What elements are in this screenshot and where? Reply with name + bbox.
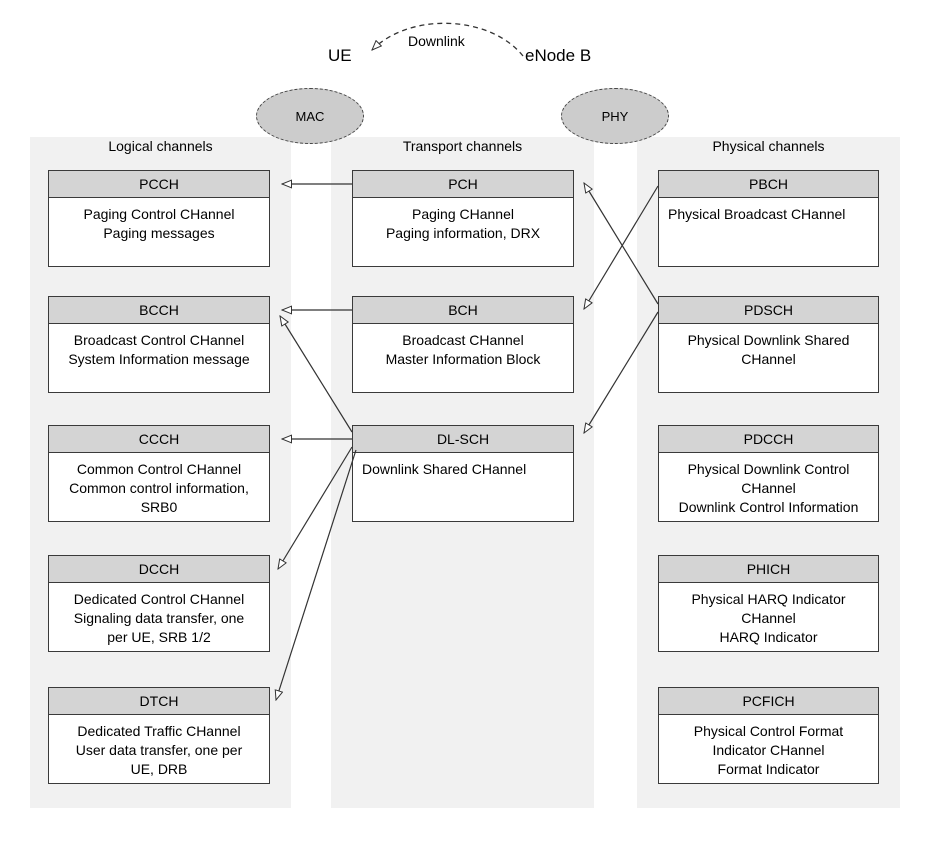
channel-desc-dcch: Dedicated Control CHannel Signaling data…: [49, 583, 269, 651]
channel-desc-line: Physical HARQ Indicator: [691, 591, 846, 607]
channel-box-pdcch[interactable]: PDCCH Physical Downlink Control CHannel …: [658, 425, 879, 522]
channel-title-bch: BCH: [353, 297, 573, 324]
channel-desc-line: UE, DRB: [130, 761, 188, 777]
channel-desc-line: Physical Downlink Control: [687, 461, 850, 477]
channel-title-pdcch: PDCCH: [659, 426, 878, 453]
channel-desc-bch: Broadcast CHannel Master Information Blo…: [353, 324, 573, 373]
column-caption-physical: Physical channels: [712, 138, 825, 154]
channel-desc-pch: Paging CHannel Paging information, DRX: [353, 198, 573, 247]
channel-desc-line: Dedicated Traffic CHannel: [77, 723, 241, 739]
channel-desc-dlsch: Downlink Shared CHannel: [353, 453, 573, 483]
channel-box-pch[interactable]: PCH Paging CHannel Paging information, D…: [352, 170, 574, 267]
channel-desc-line: System Information message: [68, 351, 250, 367]
channel-desc-pbch: Physical Broadcast CHannel: [659, 198, 878, 228]
channel-title-pdsch: PDSCH: [659, 297, 878, 324]
channel-desc-line: Master Information Block: [385, 351, 541, 367]
column-caption-transport: Transport channels: [402, 138, 523, 154]
channel-title-bcch: BCCH: [49, 297, 269, 324]
channel-box-ccch[interactable]: CCCH Common Control CHannel Common contr…: [48, 425, 270, 522]
channel-desc-line: Physical Downlink Shared: [687, 332, 850, 348]
channel-desc-line: Physical Broadcast CHannel: [668, 206, 846, 222]
channel-desc-line: Indicator CHannel: [712, 742, 825, 758]
channel-desc-pdcch: Physical Downlink Control CHannel Downli…: [659, 453, 878, 521]
channel-desc-line: SRB0: [140, 499, 178, 515]
channel-desc-line: Paging CHannel: [412, 206, 514, 222]
channel-desc-line: Common control information,: [69, 480, 249, 496]
channel-desc-line: Paging Control CHannel: [83, 206, 235, 222]
endpoint-label-ue: UE: [328, 46, 352, 65]
channel-box-dlsch[interactable]: DL-SCH Downlink Shared CHannel: [352, 425, 574, 522]
channel-desc-pcfich: Physical Control Format Indicator CHanne…: [659, 715, 878, 783]
channel-desc-bcch: Broadcast Control CHannel System Informa…: [49, 324, 269, 373]
endpoint-label-enodeb: eNode B: [525, 46, 592, 65]
layer-label-mac: MAC: [295, 108, 325, 124]
channel-box-bcch[interactable]: BCCH Broadcast Control CHannel System In…: [48, 296, 270, 393]
channel-desc-line: HARQ Indicator: [719, 629, 818, 645]
channel-desc-line: Paging messages: [103, 225, 215, 241]
channel-desc-line: CHannel: [741, 480, 796, 496]
channel-desc-line: Common Control CHannel: [76, 461, 242, 477]
channel-title-ccch: CCCH: [49, 426, 269, 453]
channel-desc-line: CHannel: [741, 610, 796, 626]
channel-title-pcch: PCCH: [49, 171, 269, 198]
channel-desc-line: Downlink Shared CHannel: [362, 461, 527, 477]
channel-title-pch: PCH: [353, 171, 573, 198]
channel-box-bch[interactable]: BCH Broadcast CHannel Master Information…: [352, 296, 574, 393]
channel-desc-line: per UE, SRB 1/2: [107, 629, 211, 645]
channel-desc-phich: Physical HARQ Indicator CHannel HARQ Ind…: [659, 583, 878, 651]
channel-desc-line: Paging information, DRX: [385, 225, 541, 241]
channel-box-pcfich[interactable]: PCFICH Physical Control Format Indicator…: [658, 687, 879, 784]
channel-box-pcch[interactable]: PCCH Paging Control CHannel Paging messa…: [48, 170, 270, 267]
channel-title-phich: PHICH: [659, 556, 878, 583]
channel-desc-line: CHannel: [741, 351, 796, 367]
channel-desc-line: Dedicated Control CHannel: [73, 591, 245, 607]
channel-title-dlsch: DL-SCH: [353, 426, 573, 453]
channel-desc-pdsch: Physical Downlink Shared CHannel: [659, 324, 878, 373]
channel-desc-ccch: Common Control CHannel Common control in…: [49, 453, 269, 521]
channel-box-pbch[interactable]: PBCH Physical Broadcast CHannel: [658, 170, 879, 267]
channel-desc-line: Broadcast CHannel: [402, 332, 524, 348]
channel-desc-line: Broadcast Control CHannel: [73, 332, 245, 348]
channel-box-dcch[interactable]: DCCH Dedicated Control CHannel Signaling…: [48, 555, 270, 652]
channel-box-phich[interactable]: PHICH Physical HARQ Indicator CHannel HA…: [658, 555, 879, 652]
channel-desc-line: Downlink Control Information: [678, 499, 859, 515]
channel-box-pdsch[interactable]: PDSCH Physical Downlink Shared CHannel: [658, 296, 879, 393]
channel-title-pbch: PBCH: [659, 171, 878, 198]
channel-desc-line: Format Indicator: [717, 761, 820, 777]
channel-title-pcfich: PCFICH: [659, 688, 878, 715]
channel-title-dtch: DTCH: [49, 688, 269, 715]
channel-box-dtch[interactable]: DTCH Dedicated Traffic CHannel User data…: [48, 687, 270, 784]
channel-desc-line: Physical Control Format: [693, 723, 844, 739]
layer-ellipse-mac: MAC: [256, 88, 364, 144]
channel-desc-line: User data transfer, one per: [75, 742, 243, 758]
layer-label-phy: PHY: [601, 108, 629, 124]
channel-desc-dtch: Dedicated Traffic CHannel User data tran…: [49, 715, 269, 783]
column-caption-logical: Logical channels: [108, 138, 213, 154]
downlink-direction-label: Downlink: [408, 33, 465, 49]
channel-desc-line: Signaling data transfer, one: [73, 610, 245, 626]
layer-ellipse-phy: PHY: [561, 88, 669, 144]
channel-desc-pcch: Paging Control CHannel Paging messages: [49, 198, 269, 247]
channel-title-dcch: DCCH: [49, 556, 269, 583]
